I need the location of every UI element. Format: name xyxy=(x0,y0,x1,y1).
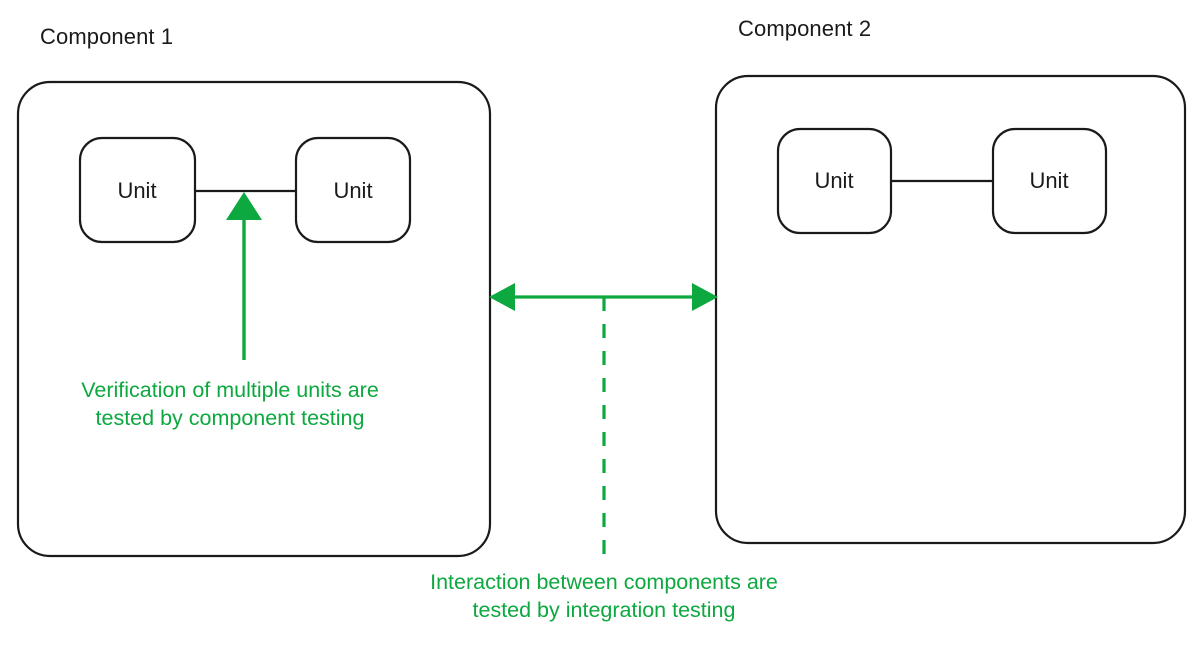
integration-testing-annotation: Interaction between components are teste… xyxy=(430,570,778,622)
component-1-title: Component 1 xyxy=(40,24,174,49)
unit-box-c1-left[interactable] xyxy=(78,136,197,244)
unit-box-c1-right[interactable] xyxy=(294,136,412,244)
unit-label-c2-left: Unit xyxy=(814,168,854,193)
integration-arrow-head-left xyxy=(489,283,515,311)
unit-label-c1-right: Unit xyxy=(333,178,373,203)
component-testing-arrow-head xyxy=(226,192,262,220)
unit-box-c2-right[interactable] xyxy=(991,127,1108,235)
unit-label-c1-left: Unit xyxy=(117,178,157,203)
integration-arrow-head-right xyxy=(692,283,718,311)
unit-label-c2-right: Unit xyxy=(1029,168,1069,193)
component-2-title: Component 2 xyxy=(738,16,872,41)
unit-box-c2-left[interactable] xyxy=(776,127,893,235)
component-testing-annotation: Verification of multiple units are teste… xyxy=(81,378,379,430)
